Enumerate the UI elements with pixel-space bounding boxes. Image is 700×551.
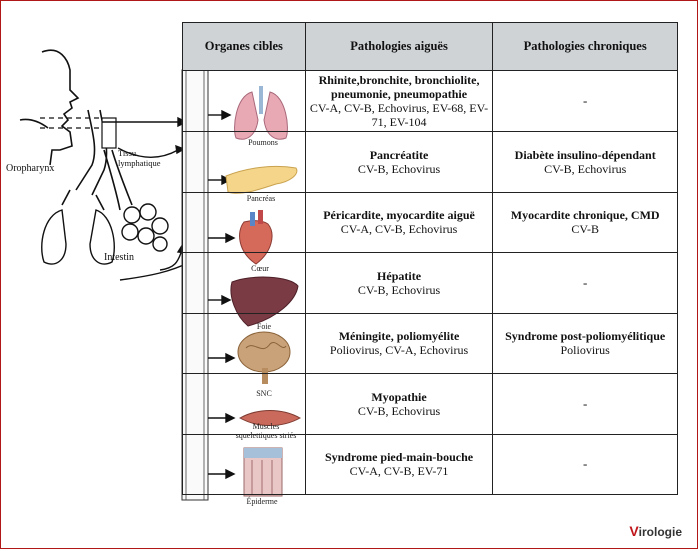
acute-name: Méningite, poliomyélite bbox=[338, 329, 460, 344]
header-organs: Organes cibles bbox=[182, 22, 306, 71]
organ-cell bbox=[182, 373, 306, 435]
acute-virus: CV-B, Echovirus bbox=[357, 403, 441, 418]
lymph-box bbox=[101, 117, 117, 149]
header-acute: Pathologies aiguës bbox=[304, 22, 494, 71]
acute-virus: Poliovirus, CV-A, Echovirus bbox=[329, 343, 469, 358]
intestine bbox=[121, 203, 169, 252]
organ-cell bbox=[182, 433, 306, 495]
label-tissu-lymphatique: Tissu lymphatique bbox=[118, 148, 161, 168]
organ-label-epidermis: Épiderme bbox=[246, 497, 278, 506]
chronic-name: Diabète insulino-dépendant bbox=[514, 147, 656, 162]
chronic-virus: - bbox=[583, 274, 588, 290]
chronic-virus: - bbox=[583, 395, 588, 411]
organ-cell bbox=[182, 252, 306, 314]
chronic-cell: - bbox=[492, 252, 678, 314]
head-profile bbox=[19, 49, 80, 166]
chronic-name: Syndrome post-poliomyélitique bbox=[505, 329, 666, 344]
chronic-virus: CV-B, Echovirus bbox=[544, 161, 627, 176]
acute-name: Myopathie bbox=[371, 389, 427, 404]
acute-name: Hépatite bbox=[377, 268, 422, 283]
organ-cell bbox=[182, 70, 306, 132]
chronic-cell: - bbox=[492, 433, 678, 495]
chronic-cell: - bbox=[492, 70, 678, 132]
acute-virus: CV-A, CV-B, Echovirus, EV-68, EV-71, EV-… bbox=[309, 101, 489, 129]
acute-name: Rhinite,bronchite, bronchiolite, pneumon… bbox=[318, 73, 480, 101]
acute-virus: CV-A, CV-B, EV-71 bbox=[349, 464, 449, 479]
organ-cell bbox=[182, 312, 306, 374]
acute-name: Péricardite, myocardite aiguë bbox=[323, 208, 475, 223]
left-lungs bbox=[41, 209, 115, 265]
acute-virus: CV-B, Echovirus bbox=[357, 161, 441, 176]
acute-virus: CV-B, Echovirus bbox=[357, 282, 441, 297]
logo-initial: V bbox=[629, 523, 639, 539]
table-row: Rhinite,bronchite, bronchiolite, pneumon… bbox=[182, 70, 678, 132]
header-chronic: Pathologies chroniques bbox=[492, 22, 678, 71]
chronic-virus: Poliovirus bbox=[560, 343, 610, 358]
chronic-virus: - bbox=[583, 456, 588, 472]
acute-virus: CV-A, CV-B, Echovirus bbox=[340, 222, 458, 237]
pathway-arrows bbox=[102, 116, 191, 281]
label-intestin: Intestin bbox=[104, 252, 134, 263]
chronic-name: Myocardite chronique, CMD bbox=[510, 208, 660, 223]
label-oropharynx: Oropharynx bbox=[6, 163, 55, 174]
acute-name: Syndrome pied-main-bouche bbox=[324, 450, 474, 465]
logo-text: irologie bbox=[638, 525, 682, 539]
entry-dashes bbox=[40, 117, 100, 129]
chronic-virus: - bbox=[583, 93, 588, 108]
acute-cell: Rhinite,bronchite, bronchiolite, pneumon… bbox=[304, 70, 494, 132]
chronic-virus: CV-B bbox=[571, 222, 599, 237]
organ-cell bbox=[182, 131, 306, 193]
virologie-logo: Virologie bbox=[629, 523, 682, 539]
chronic-cell: - bbox=[492, 373, 678, 435]
airway-tubes bbox=[61, 109, 133, 211]
acute-name: Pancréatite bbox=[369, 147, 429, 162]
pathology-table: Organes cibles Pathologies aiguës Pathol… bbox=[182, 22, 678, 495]
organ-cell bbox=[182, 191, 306, 253]
table-header-row: Organes cibles Pathologies aiguës Pathol… bbox=[182, 22, 678, 71]
